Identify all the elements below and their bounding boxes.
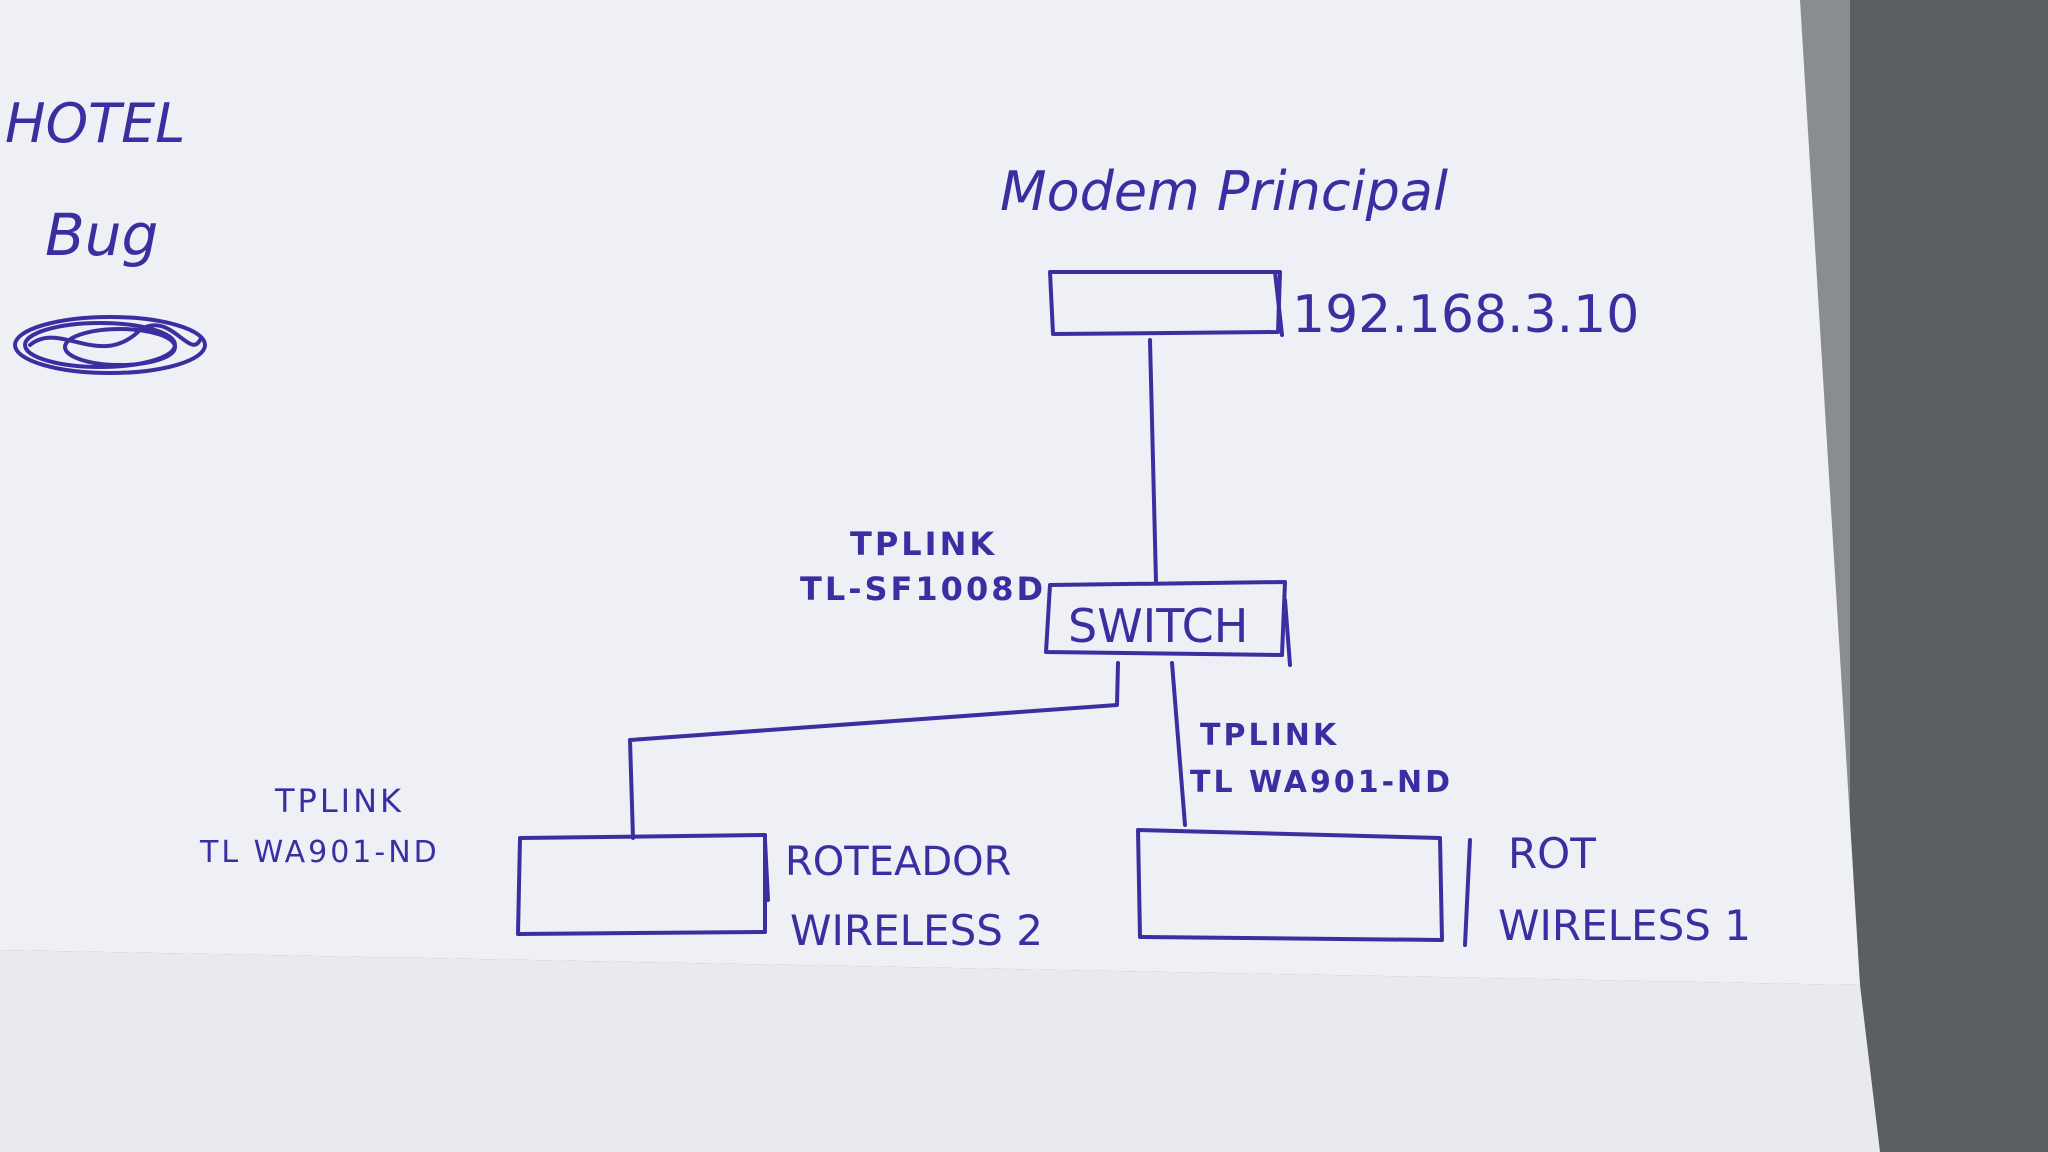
link-switch-router-1 — [1170, 661, 1187, 827]
margin-note-hotel: HOTEL — [5, 92, 185, 155]
router-1-model: TL WA901-ND — [1190, 765, 1453, 800]
switch-box — [1044, 580, 1292, 667]
modem-ip: 192.168.3.10 — [1292, 285, 1639, 345]
paper-sheet — [0, 0, 1860, 985]
router-2-model: TL WA901-ND — [199, 835, 440, 870]
switch-model: TL-SF1008D — [800, 570, 1046, 608]
modem-title: Modem Principal — [1000, 160, 1448, 223]
router-2-name-line1: ROTEADOR — [785, 839, 1011, 885]
router-1-box — [1136, 828, 1472, 947]
router-2-box — [516, 833, 770, 936]
scribble-mark — [13, 315, 207, 375]
router-2-brand: TPLINK — [274, 782, 404, 820]
router-1-name-line1: ROT — [1508, 829, 1596, 878]
router-1-name-line2: WIRELESS 1 — [1498, 901, 1751, 950]
fabric-texture — [1840, 0, 2048, 1152]
lower-paper-sheet — [0, 950, 1880, 1152]
switch-brand: TPLINK — [850, 525, 997, 563]
link-modem-switch — [1148, 338, 1158, 584]
margin-note-bug: Bug — [45, 201, 158, 269]
modem-box — [1048, 270, 1284, 337]
switch-label: SWITCH — [1068, 599, 1248, 653]
link-switch-router-2 — [628, 661, 1120, 840]
router-1-brand: TPLINK — [1200, 718, 1339, 753]
router-2-name-line2: WIRELESS 2 — [790, 906, 1043, 955]
